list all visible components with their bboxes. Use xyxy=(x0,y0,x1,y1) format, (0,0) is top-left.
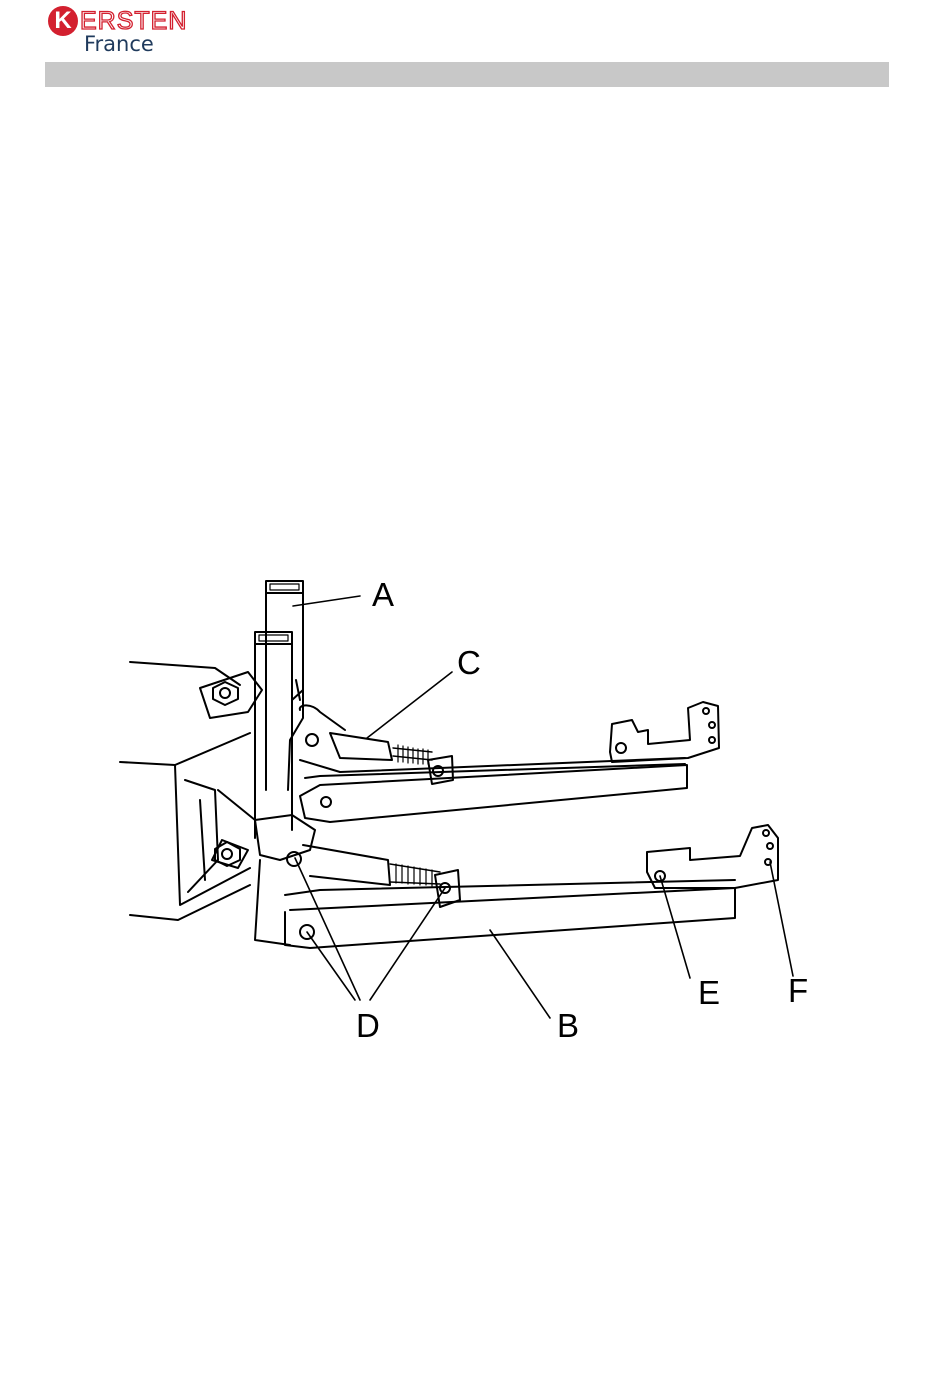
upper-link-arm xyxy=(300,702,719,822)
callout-a: A xyxy=(372,577,394,613)
lower-link-arm xyxy=(255,815,778,948)
bolt-icon xyxy=(213,682,238,705)
mast-tubes xyxy=(255,581,303,838)
callout-f: F xyxy=(788,973,808,1009)
callout-d: D xyxy=(356,1008,380,1044)
tractor-housing xyxy=(120,662,262,920)
callout-e: E xyxy=(698,975,720,1011)
callout-c: C xyxy=(457,645,481,681)
leader-lines xyxy=(293,596,793,1018)
callout-b: B xyxy=(557,1008,579,1044)
